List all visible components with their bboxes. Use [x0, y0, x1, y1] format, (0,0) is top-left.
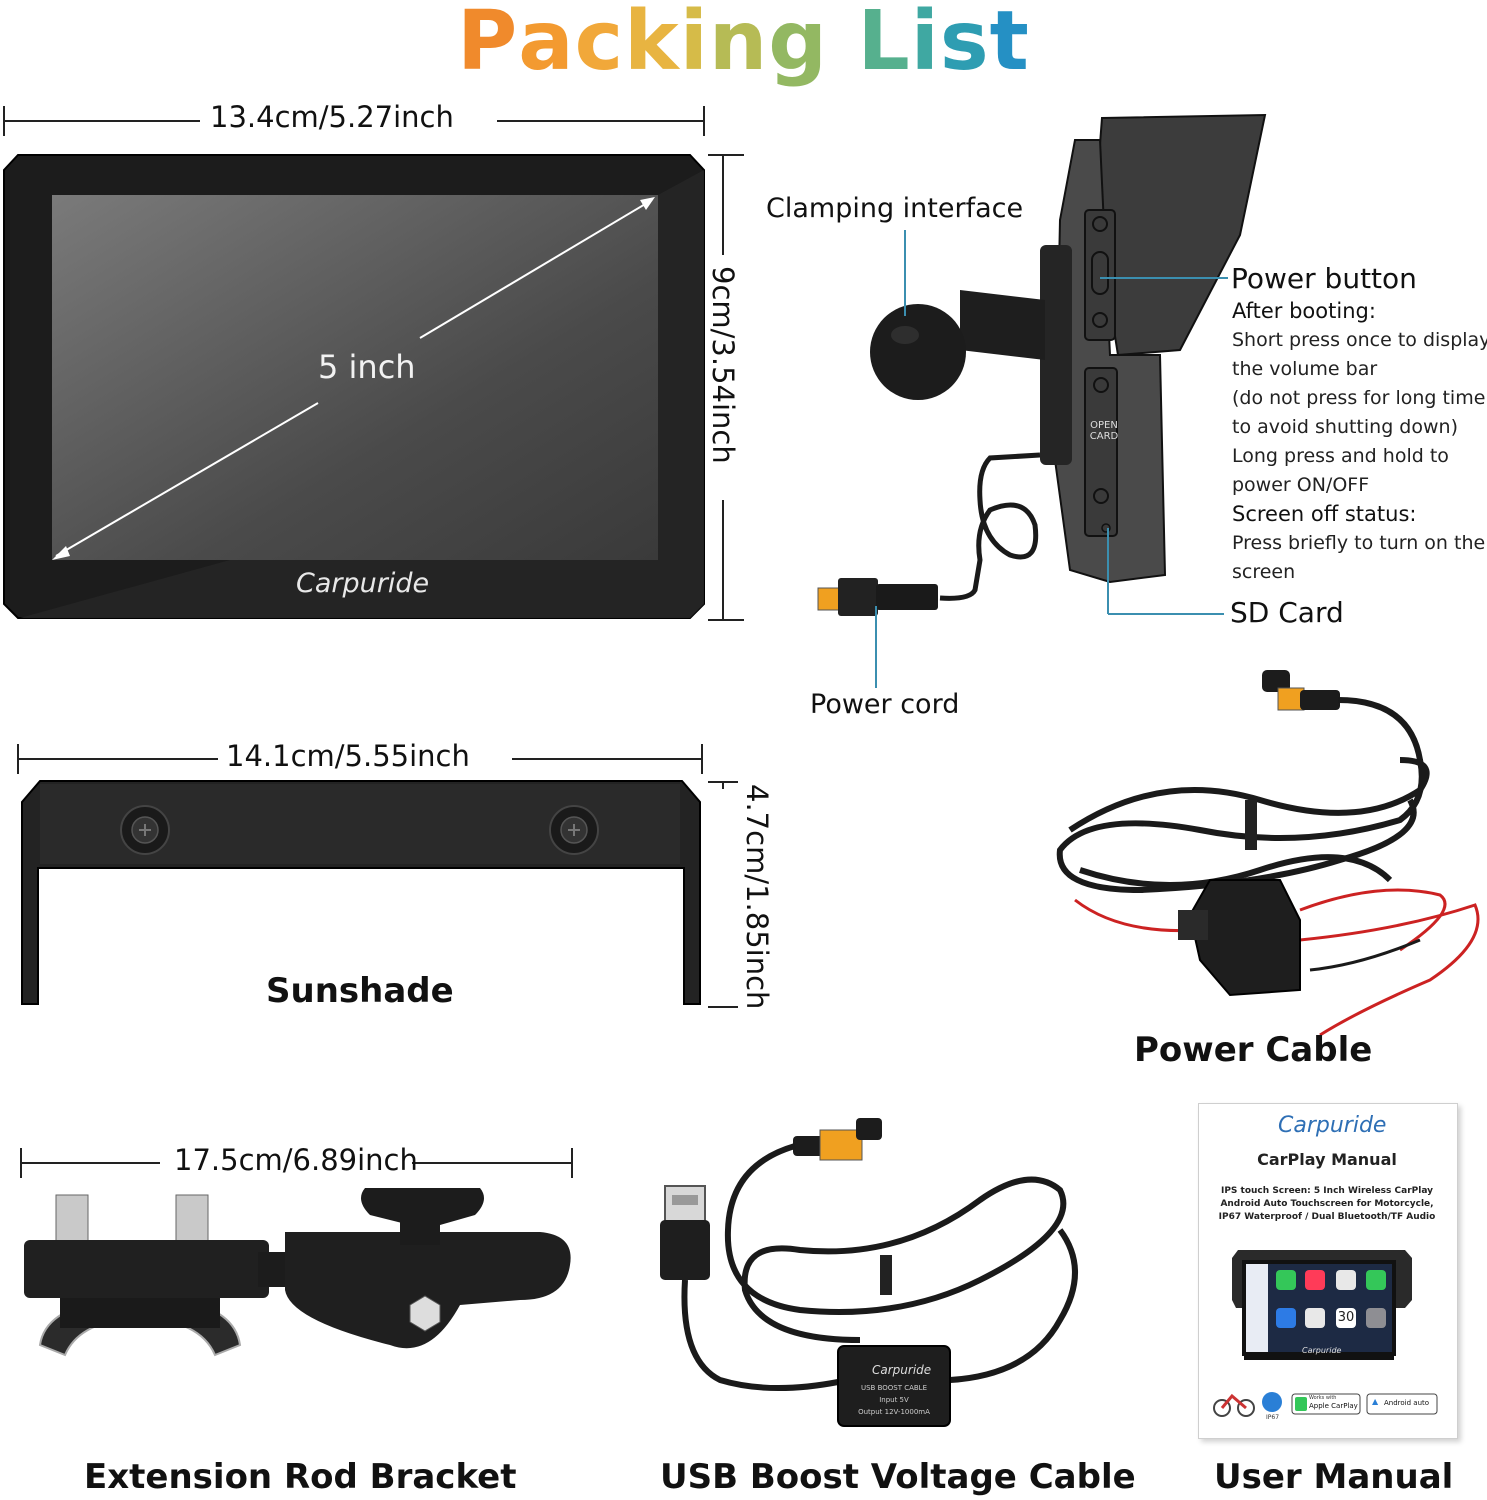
sunshade-name: Sunshade — [266, 971, 454, 1011]
manual-badge-carplay: Apple CarPlay — [1309, 1402, 1358, 1410]
screen-height-tick-top — [708, 154, 744, 156]
sunshade-width-tick-left — [17, 744, 19, 774]
manual-badge-android: Android auto — [1384, 1399, 1430, 1407]
title-letter: g — [768, 0, 828, 89]
screen-diagonal-label: 5 inch — [318, 348, 416, 386]
bracket-name: Extension Rod Bracket — [84, 1457, 517, 1497]
after-booting-line: Short press once to display — [1232, 329, 1487, 351]
screen-height-line-top — [722, 155, 724, 255]
manual-desc-line: IPS touch Screen: 5 Inch Wireless CarPla… — [1220, 1186, 1433, 1196]
manual-description: IPS touch Screen: 5 Inch Wireless CarPla… — [1205, 1185, 1449, 1224]
manual-device-brand: Carpuride — [1302, 1346, 1342, 1355]
power-cable-name: Power Cable — [1134, 1030, 1373, 1070]
screen-width-label: 13.4cm/5.27inch — [210, 100, 454, 134]
manual-title: CarPlay Manual — [1257, 1150, 1397, 1169]
screen-off-line: Press briefly to turn on the — [1232, 532, 1486, 554]
manual-tile-number: 30 — [1337, 1310, 1355, 1325]
screen-width-line-right — [497, 120, 704, 122]
after-booting-line: (do not press for long time — [1232, 387, 1486, 409]
power-button-label: Power button — [1231, 262, 1417, 295]
after-booting-line: Long press and hold to — [1232, 445, 1449, 467]
title-letter: a — [518, 0, 575, 89]
usb-box-text: USB BOOST CABLE Input 5V Output 12V-1000… — [846, 1382, 942, 1418]
clamping-interface-label: Clamping interface — [766, 193, 1024, 224]
screen-height-line-bottom — [722, 500, 724, 620]
manual-brand-logo: Carpuride — [1278, 1113, 1387, 1138]
screen-off-heading: Screen off status: — [1232, 502, 1417, 526]
title-letter: L — [857, 0, 911, 89]
usb-box-brand: Carpuride — [872, 1363, 932, 1377]
power-cord-label: Power cord — [810, 689, 960, 720]
open-card-text: OPEN CARD — [1089, 420, 1119, 442]
screen-brand-logo: Carpuride — [296, 568, 430, 599]
usb-box-line: Input 5V — [879, 1396, 909, 1404]
manual-badge-ip: IP67 — [1266, 1414, 1280, 1421]
screen-height-tick-bottom — [708, 619, 744, 621]
sunshade-height-line — [722, 781, 724, 789]
after-booting-line: the volume bar — [1232, 358, 1378, 380]
page-title: Packing List — [0, 0, 1487, 89]
power-button-notes: After booting: Short press once to displ… — [1232, 297, 1487, 587]
bracket-width-line-right — [412, 1162, 572, 1164]
bracket-width-tick-right — [571, 1148, 573, 1178]
sunshade-width-tick-right — [701, 744, 703, 774]
sunshade-width-line-right — [512, 758, 702, 760]
bracket-width-label: 17.5cm/6.89inch — [174, 1143, 418, 1177]
title-letter: k — [624, 0, 680, 89]
after-booting-heading: After booting: — [1232, 299, 1376, 323]
usb-box-line: USB BOOST CABLE — [860, 1384, 928, 1392]
title-letter: i — [910, 0, 940, 89]
screen-width-line-left — [4, 120, 200, 122]
screen-height-label: 9cm/3.54inch — [706, 266, 740, 464]
after-booting-line: power ON/OFF — [1232, 474, 1370, 496]
title-letter: s — [939, 0, 990, 89]
usb-box-line: Output 12V-1000mA — [858, 1408, 930, 1416]
sunshade-height-label: 4.7cm/1.85inch — [740, 784, 774, 1010]
bracket-width-tick-left — [20, 1148, 22, 1178]
after-booting-line: to avoid shutting down) — [1232, 416, 1458, 438]
title-letter: i — [679, 0, 709, 89]
title-letter: c — [574, 0, 625, 89]
sunshade-width-line-left — [18, 758, 218, 760]
screen-width-tick-right — [703, 106, 705, 136]
bracket-width-line-left — [20, 1162, 160, 1164]
android-auto-icon: ▲ — [1372, 1397, 1379, 1406]
sunshade-height-tick-bottom — [708, 1006, 738, 1008]
title-letter: t — [989, 0, 1030, 89]
screen-width-tick-left — [3, 106, 5, 136]
manual-name: User Manual — [1214, 1457, 1454, 1497]
usb-cable-name: USB Boost Voltage Cable — [660, 1457, 1136, 1497]
sunshade-width-label: 14.1cm/5.55inch — [226, 739, 470, 773]
manual-desc-line: IP67 Waterproof / Dual Bluetooth/TF Audi… — [1218, 1212, 1436, 1222]
title-letter: n — [708, 0, 769, 89]
sd-card-label: SD Card — [1230, 596, 1344, 629]
manual-badge-carplay-small: Works with — [1309, 1395, 1337, 1401]
title-letter: P — [457, 0, 519, 89]
screen-off-line: screen — [1232, 561, 1296, 583]
manual-desc-line: Android Auto Touchscreen for Motorcycle, — [1220, 1199, 1434, 1209]
